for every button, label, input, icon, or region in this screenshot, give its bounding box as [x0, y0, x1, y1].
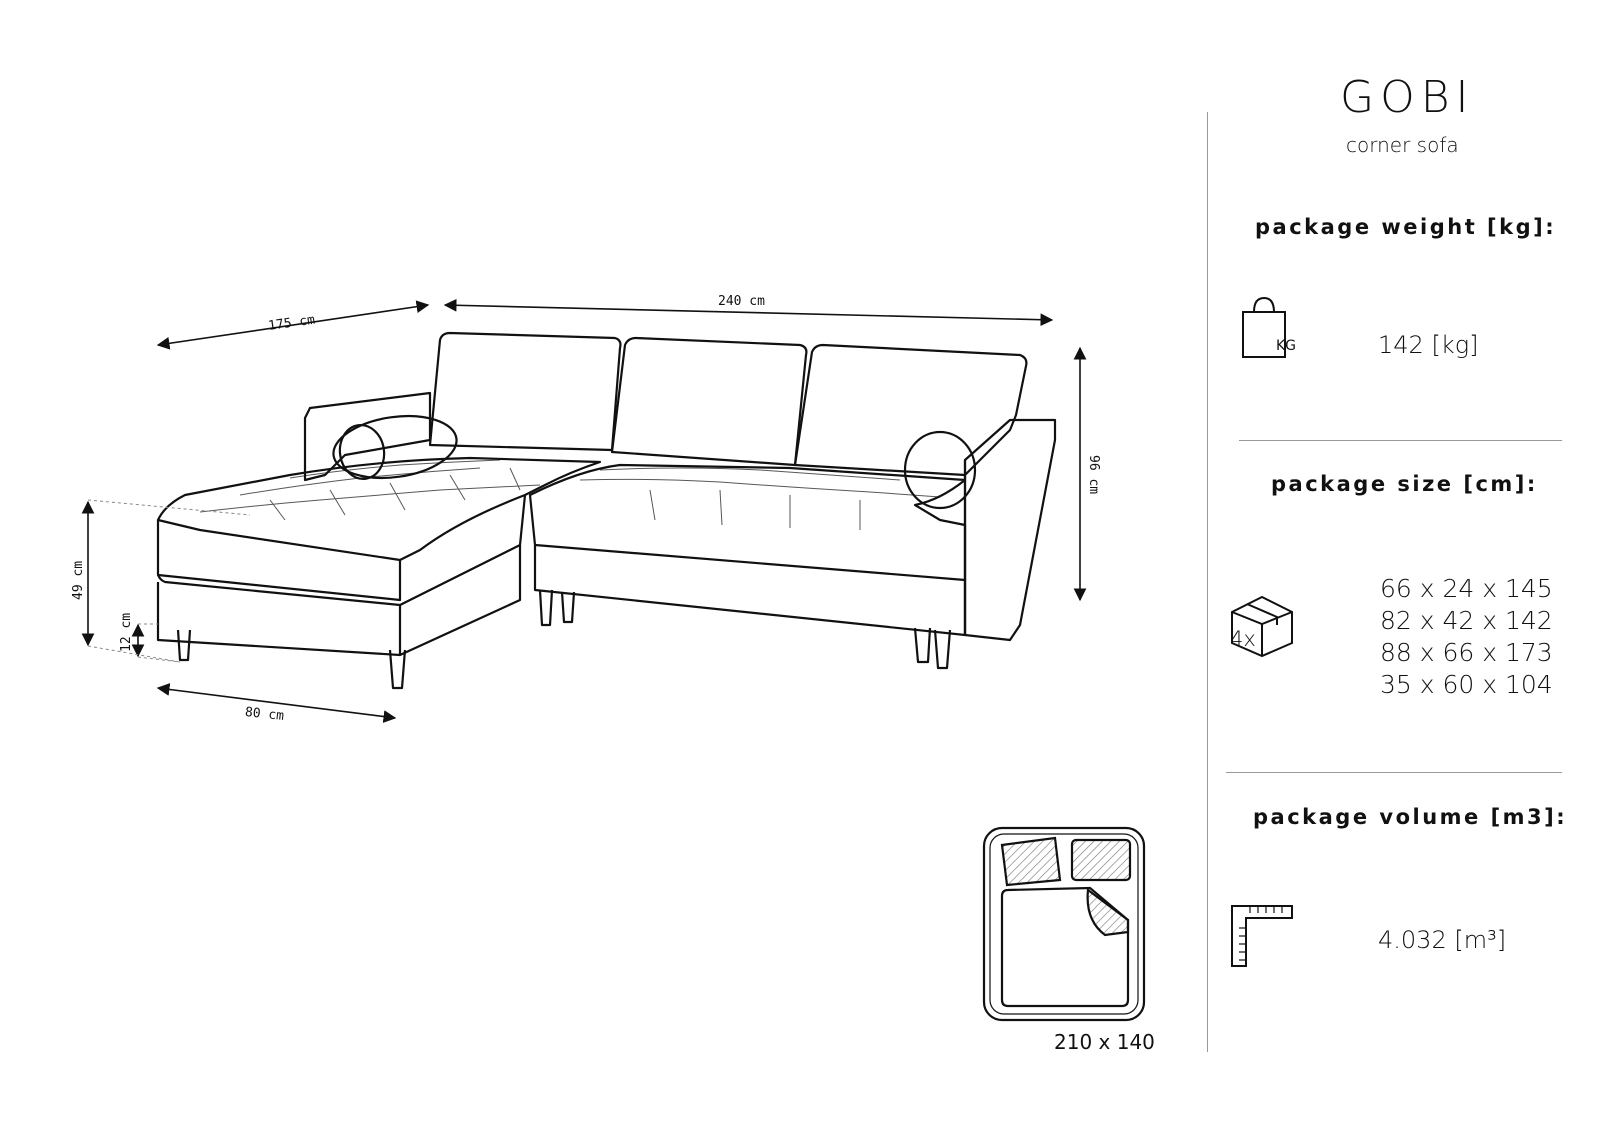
back-cushion-middle: [610, 336, 808, 467]
package-weight-value: 142 [kg]: [1378, 331, 1479, 359]
back-cushion-right: [793, 343, 1028, 477]
main-seat-top: [528, 463, 967, 582]
package-size-item: 82 x 42 x 142: [1380, 606, 1553, 635]
dimension-lines: [81, 298, 1087, 723]
package-size-heading: package size [cm]:: [1271, 472, 1538, 496]
right-bolster: [903, 430, 977, 510]
product-title: GOBI: [1340, 72, 1475, 123]
package-size-item: 35 x 60 x 104: [1380, 670, 1553, 699]
leg: [913, 627, 932, 664]
chaise-front: [156, 520, 402, 602]
sofa-outline: [156, 331, 1057, 690]
dim-total-width: 240 cm: [718, 294, 765, 309]
tufting: [199, 459, 941, 530]
package-size-item: 88 x 66 x 173: [1380, 638, 1553, 667]
package-volume-heading: package volume [m3]:: [1253, 805, 1568, 829]
leg: [388, 649, 407, 690]
main-seat-front: [533, 545, 967, 637]
box-icon: [1231, 595, 1293, 658]
product-subtitle: corner sofa: [1346, 133, 1459, 157]
chaise-base: [156, 582, 402, 657]
package-size-item: 66 x 24 x 145: [1380, 574, 1553, 603]
package-volume-value: 4.032 [m³]: [1378, 926, 1507, 954]
kg-icon-label: KG: [1276, 338, 1297, 354]
package-weight-heading: package weight [kg]:: [1255, 215, 1557, 239]
right-arm: [963, 418, 1057, 642]
divider-vertical: [1207, 112, 1208, 1052]
divider: [1226, 772, 1562, 773]
weight-icon: [1242, 296, 1286, 358]
package-size-list: 66 x 24 x 145 82 x 42 x 142 88 x 66 x 17…: [1380, 573, 1553, 701]
leg: [176, 629, 192, 662]
leg: [560, 591, 576, 624]
dim-total-height: 96 cm: [1086, 455, 1101, 494]
divider: [1239, 440, 1562, 441]
back-cushion-left: [428, 331, 622, 452]
leg: [538, 589, 554, 627]
dim-seat-height: 49 cm: [71, 561, 86, 600]
leg: [933, 629, 952, 670]
dim-chaise-width: 175 cm: [267, 313, 316, 334]
package-count: 4x: [1230, 627, 1256, 651]
sleep-area-diagram: [982, 826, 1146, 1022]
left-arm: [303, 391, 432, 482]
dim-seat-depth: 80 cm: [244, 705, 285, 724]
chaise-seat-top: [156, 456, 602, 562]
volume-icon: [1231, 905, 1293, 967]
dim-leg-height: 12 cm: [119, 613, 134, 652]
sleep-area-dimensions: 210 x 140: [1050, 1030, 1159, 1054]
left-bolster: [332, 414, 458, 480]
